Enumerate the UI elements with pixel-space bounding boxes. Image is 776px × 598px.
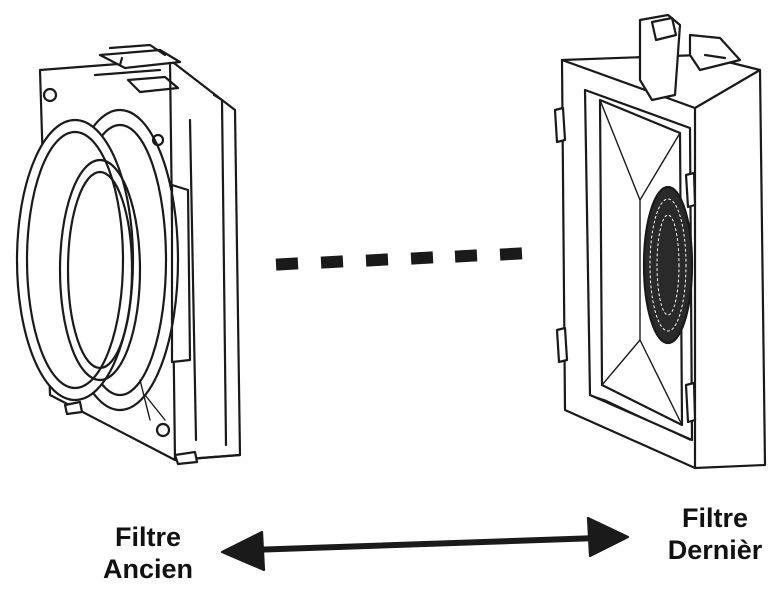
old-filter-illustration [15,43,242,466]
new-filter-label-line2: Dernièr [667,535,763,565]
old-filter-label-line2: Ancien [102,554,194,584]
new-filter-label-line1: Filtre [681,503,748,533]
dashed-connector [275,247,523,271]
new-filter-illustration [553,13,767,470]
new-filter-label: Filtre Dernièr [654,502,776,566]
old-filter-label: Filtre Ancien [88,521,208,585]
double-headed-arrow-icon [220,516,630,572]
old-filter-label-line1: Filtre [114,522,181,552]
